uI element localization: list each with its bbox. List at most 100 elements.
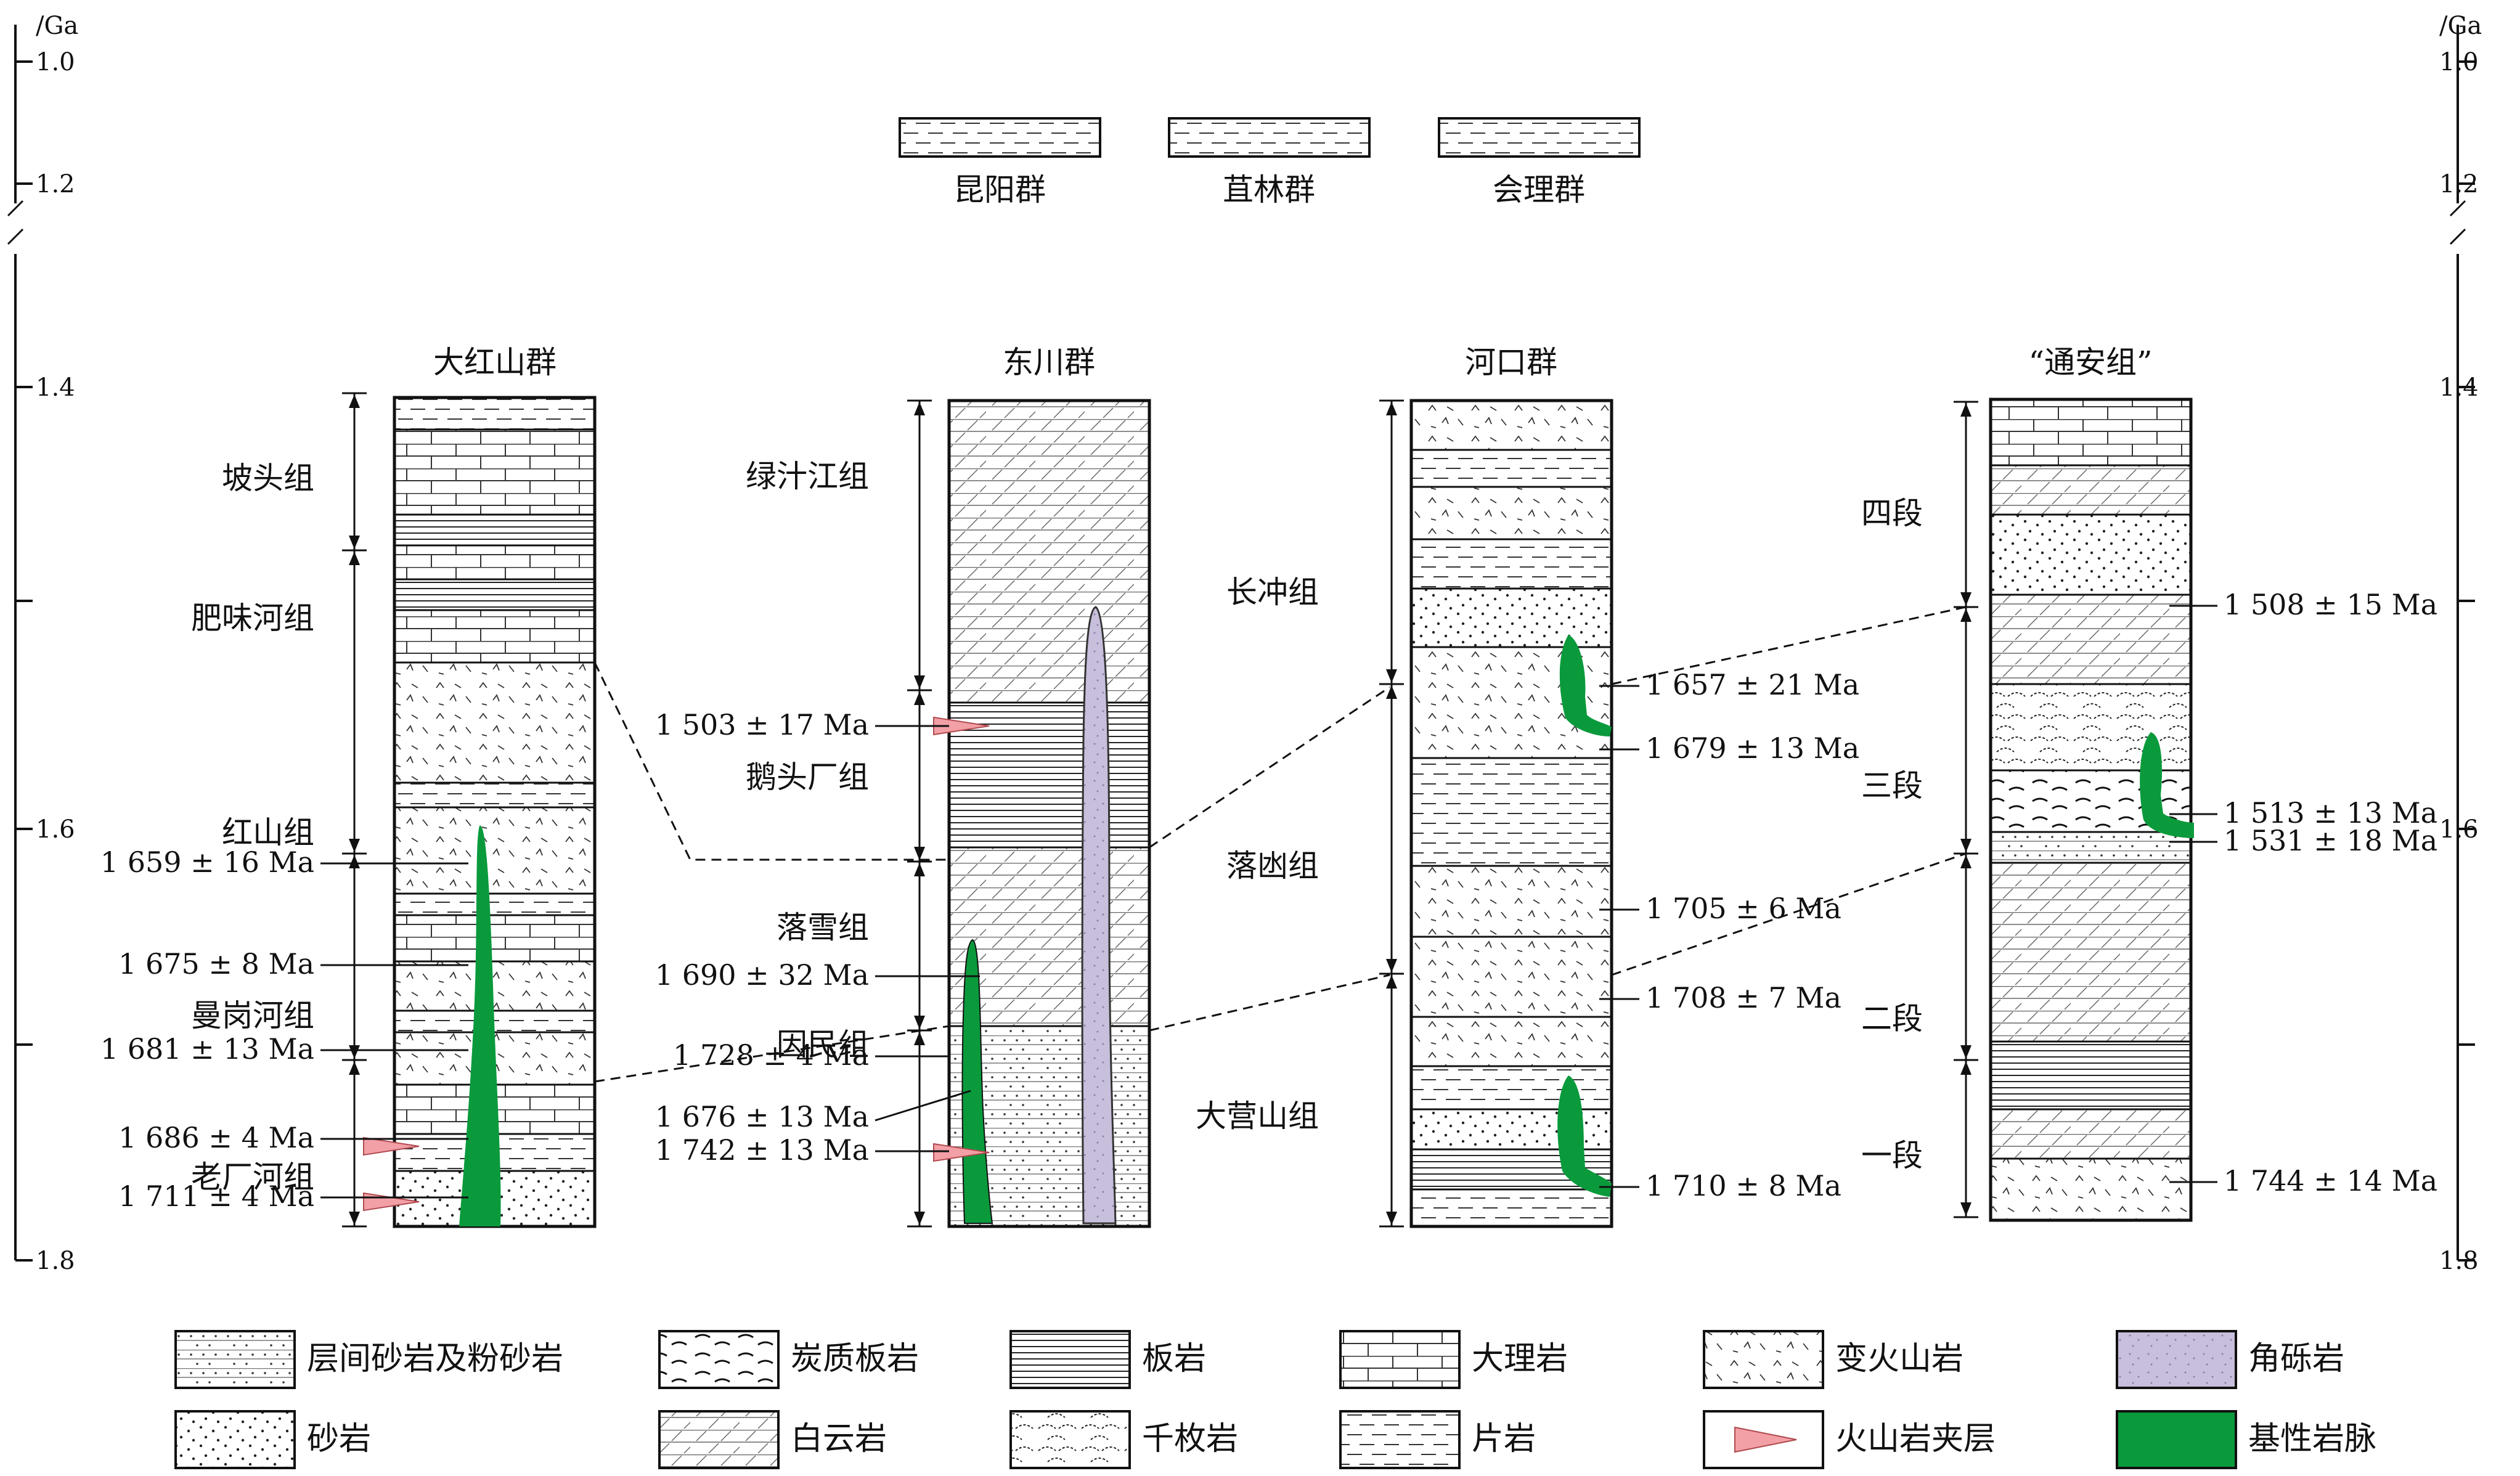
stratum-layer <box>1989 862 2192 1043</box>
age-label: 1 503 ± 17 Ma <box>655 708 869 741</box>
bracket-arrow <box>1960 839 1972 852</box>
legend-swatch <box>1339 1330 1461 1389</box>
formation-label: 老厂河组 <box>191 1159 314 1195</box>
breccia-body <box>1081 606 1117 1225</box>
legend-swatch <box>2116 1330 2237 1389</box>
formation-label: 曼岗河组 <box>191 998 314 1034</box>
legend-item: 大理岩 <box>1339 1330 1568 1389</box>
bracket-arrow <box>1960 1202 1972 1216</box>
top-group-box <box>1168 117 1371 158</box>
legend-swatch <box>1009 1330 1131 1389</box>
stratum-layer <box>393 960 596 1012</box>
top-group-label: 会理群 <box>1493 172 1585 208</box>
bracket-arrow <box>914 402 925 415</box>
age-label: 1 513 ± 13 Ma <box>2224 796 2437 830</box>
bracket-arrow <box>349 536 360 549</box>
legend-label: 千枚岩 <box>1142 1421 1238 1458</box>
age-label: 1 675 ± 8 Ma <box>118 947 314 981</box>
formation-label: 四段 <box>1861 495 1923 531</box>
legend-swatch <box>1339 1410 1461 1469</box>
formation-label: 坡头组 <box>222 460 314 496</box>
column-frame <box>947 399 1151 1228</box>
stratum-layer <box>1989 831 2192 864</box>
stratum-layer <box>1410 449 1613 488</box>
age-label: 1 531 ± 18 Ma <box>2224 824 2437 857</box>
age-label: 1 508 ± 15 Ma <box>2224 588 2437 621</box>
legend-label: 角砾岩 <box>2248 1340 2344 1377</box>
stratum-layer <box>1989 593 2192 685</box>
stratum-layer <box>1410 486 1613 540</box>
stratum-layer <box>1989 1157 2192 1221</box>
legend-item: 变火山岩 <box>1703 1330 1963 1389</box>
stratum-layer <box>948 846 1151 1027</box>
axis-break-mark <box>2449 228 2466 245</box>
stratum-layer <box>393 428 596 516</box>
formation-label: 红山组 <box>222 815 314 850</box>
age-label: 1 657 ± 21 Ma <box>1645 668 1859 701</box>
legend-swatch <box>2116 1410 2237 1469</box>
legend-label: 层间砂岩及粉砂岩 <box>307 1340 563 1377</box>
axis-tick-label: 1.8 <box>36 1247 75 1275</box>
column-title: “通安组” <box>2028 345 2152 380</box>
top-group-box <box>1438 117 1641 158</box>
bracket-arrow <box>349 1212 360 1225</box>
stratum-layer <box>393 578 596 611</box>
correlation-line <box>593 662 949 861</box>
stratum-layer <box>393 609 596 664</box>
bracket-arrow <box>1960 1045 1972 1059</box>
formation-label: 肥味河组 <box>191 600 314 636</box>
bracket-arrow <box>349 552 360 565</box>
legend-item: 板岩 <box>1009 1330 1206 1389</box>
top-group-box <box>899 117 1101 158</box>
volcanic-interlayer-marker <box>933 1143 990 1162</box>
legend-item: 白云岩 <box>658 1410 887 1469</box>
bracket-arrow <box>1386 685 1397 699</box>
axis-break-mark <box>7 228 24 245</box>
stratum-layer <box>1410 757 1613 867</box>
legend-label: 炭质板岩 <box>791 1340 919 1377</box>
axis-tick-label: 1.6 <box>36 815 75 844</box>
stratum-layer <box>1989 1108 2192 1160</box>
column-4 <box>1989 398 2193 1222</box>
axis-tick-label: 1.4 <box>36 373 75 402</box>
bracket-arrow <box>914 1212 925 1225</box>
bracket-arrow <box>1386 975 1397 989</box>
formation-label: 一段 <box>1861 1138 1923 1173</box>
left-time-axis: 1.01.21.41.61.8/Ga <box>7 12 78 1275</box>
stratum-layer <box>1410 865 1613 938</box>
legend-swatch <box>658 1410 780 1469</box>
legend-swatch-marker <box>1734 1426 1797 1453</box>
bracket-arrow <box>1960 592 1972 606</box>
column-frame <box>1409 399 1613 1228</box>
age-label: 1 681 ± 13 Ma <box>100 1032 314 1066</box>
bracket-arrow <box>349 1045 360 1059</box>
axis-unit-label: /Ga <box>2439 12 2482 40</box>
stratum-layer <box>393 661 596 784</box>
legend-label: 基性岩脉 <box>2248 1421 2376 1458</box>
stratum-layer <box>1410 1016 1613 1067</box>
stratum-layer <box>1989 1040 2192 1111</box>
legend-item: 炭质板岩 <box>658 1330 919 1389</box>
bracket-arrow <box>914 1016 925 1029</box>
bracket-arrow <box>914 1032 925 1045</box>
age-label: 1 744 ± 14 Ma <box>2224 1164 2437 1197</box>
correlation-line <box>1611 852 1967 976</box>
legend-label: 变火山岩 <box>1835 1340 1963 1377</box>
age-label: 1 710 ± 8 Ma <box>1645 1169 1841 1202</box>
legend-swatch <box>174 1330 296 1389</box>
stratum-layer <box>948 399 1151 704</box>
axis-tick-label: 1.2 <box>36 170 75 198</box>
bracket-arrow <box>349 839 360 852</box>
dike-body <box>1557 1075 1612 1197</box>
age-label: 1 690 ± 32 Ma <box>655 958 869 992</box>
volcanic-interlayer-marker <box>363 1136 420 1156</box>
bracket-arrow <box>349 855 360 868</box>
stratum-layer <box>1410 538 1613 590</box>
dike-body <box>1559 635 1612 736</box>
right-time-axis: 1.01.21.41.61.8/Ga <box>2439 12 2482 1275</box>
legend-swatch <box>1703 1330 1824 1389</box>
legend-item: 层间砂岩及粉砂岩 <box>174 1330 563 1389</box>
bracket-arrow <box>349 1061 360 1075</box>
legend-item: 角砾岩 <box>2116 1330 2344 1389</box>
